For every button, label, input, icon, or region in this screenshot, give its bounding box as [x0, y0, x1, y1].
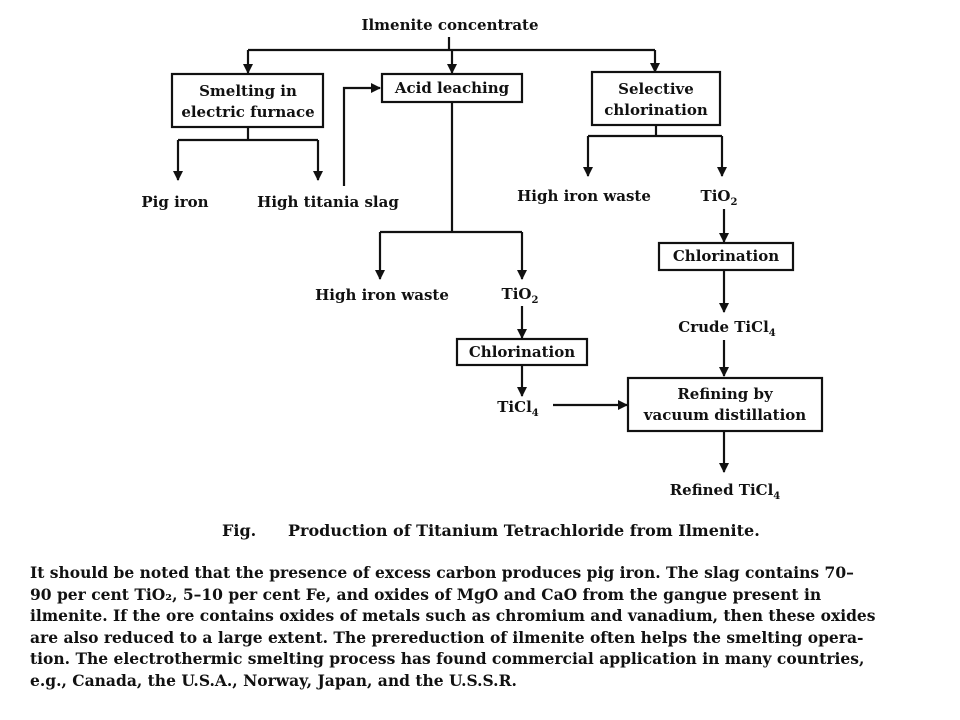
- smelting-connectors: [173, 83, 381, 186]
- leaching-connectors: [375, 102, 527, 280]
- refining-box: [626, 376, 824, 433]
- waste-left-label: High iron waste: [315, 286, 449, 304]
- tio2-right-label: TiO2: [701, 187, 738, 208]
- smelting-label-line2: electric furnace: [181, 103, 314, 121]
- smelting-label-line1: Smelting in: [199, 82, 297, 100]
- tio2-left-label: TiO2: [502, 285, 539, 306]
- source-label: Ilmenite concentrate: [361, 16, 538, 34]
- body-line: e.g., Canada, the U.S.A., Norway, Japan,…: [30, 670, 517, 690]
- body-line: It should be noted that the presence of …: [30, 563, 854, 582]
- selective-label-line1: Selective: [618, 80, 694, 98]
- selective-box: [590, 70, 722, 127]
- chlorination-left-box: [455, 337, 589, 367]
- selective-connectors: [583, 125, 727, 177]
- ticl4-left-label: TiCl4: [497, 398, 539, 419]
- flow-diagram: Ilmenite concentrate Smelting in electri…: [141, 16, 824, 502]
- refining-label-line1: Refining by: [677, 385, 774, 403]
- chlorination-right-label: Chlorination: [673, 247, 779, 265]
- slag-label: High titania slag: [257, 193, 399, 211]
- top-connectors: [243, 37, 660, 74]
- body-line: tion. The electrothermic smelting proces…: [30, 649, 865, 668]
- selective-label-line2: chlorination: [604, 101, 708, 119]
- chlorination-left-label: Chlorination: [469, 343, 575, 361]
- smelting-box: [170, 72, 325, 129]
- waste-right-label: High iron waste: [517, 187, 651, 205]
- body-paragraph: It should be noted that the presence of …: [30, 562, 942, 691]
- chlorination-right-box: [657, 241, 795, 272]
- caption-title: Production of Titanium Tetrachloride fro…: [288, 521, 760, 540]
- leaching-label: Acid leaching: [394, 79, 510, 97]
- body-line: are also reduced to a large extent. The …: [30, 627, 864, 647]
- caption-prefix: Fig.: [222, 521, 257, 540]
- refined-ticl4-label: Refined TiCl4: [670, 481, 781, 502]
- arrow-slag-to-leaching: [342, 83, 381, 186]
- body-line: ilmenite. If the ore contains oxides of …: [30, 606, 876, 625]
- pig-iron-label: Pig iron: [141, 193, 208, 211]
- crude-ticl4-label: Crude TiCl4: [678, 318, 776, 339]
- figure-caption: Fig. Production of Titanium Tetrachloride…: [222, 521, 760, 540]
- refining-label-line2: vacuum distillation: [643, 406, 806, 424]
- body-line: 90 per cent TiO₂, 5–10 per cent Fe, and …: [30, 584, 822, 604]
